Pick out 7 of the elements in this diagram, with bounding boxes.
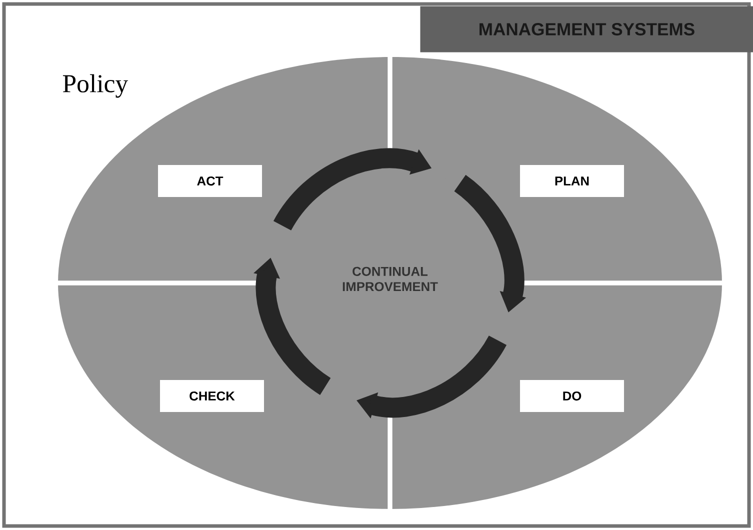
header-band: MANAGEMENT SYSTEMS <box>420 6 753 52</box>
label-box: PLAN <box>520 165 624 197</box>
label-box: DO <box>520 380 624 412</box>
label-box: ACT <box>158 165 262 197</box>
center-text: CONTINUAL IMPROVEMENT <box>342 266 438 292</box>
label-box: CHECK <box>160 380 264 412</box>
heading-text: Policy <box>62 74 128 98</box>
